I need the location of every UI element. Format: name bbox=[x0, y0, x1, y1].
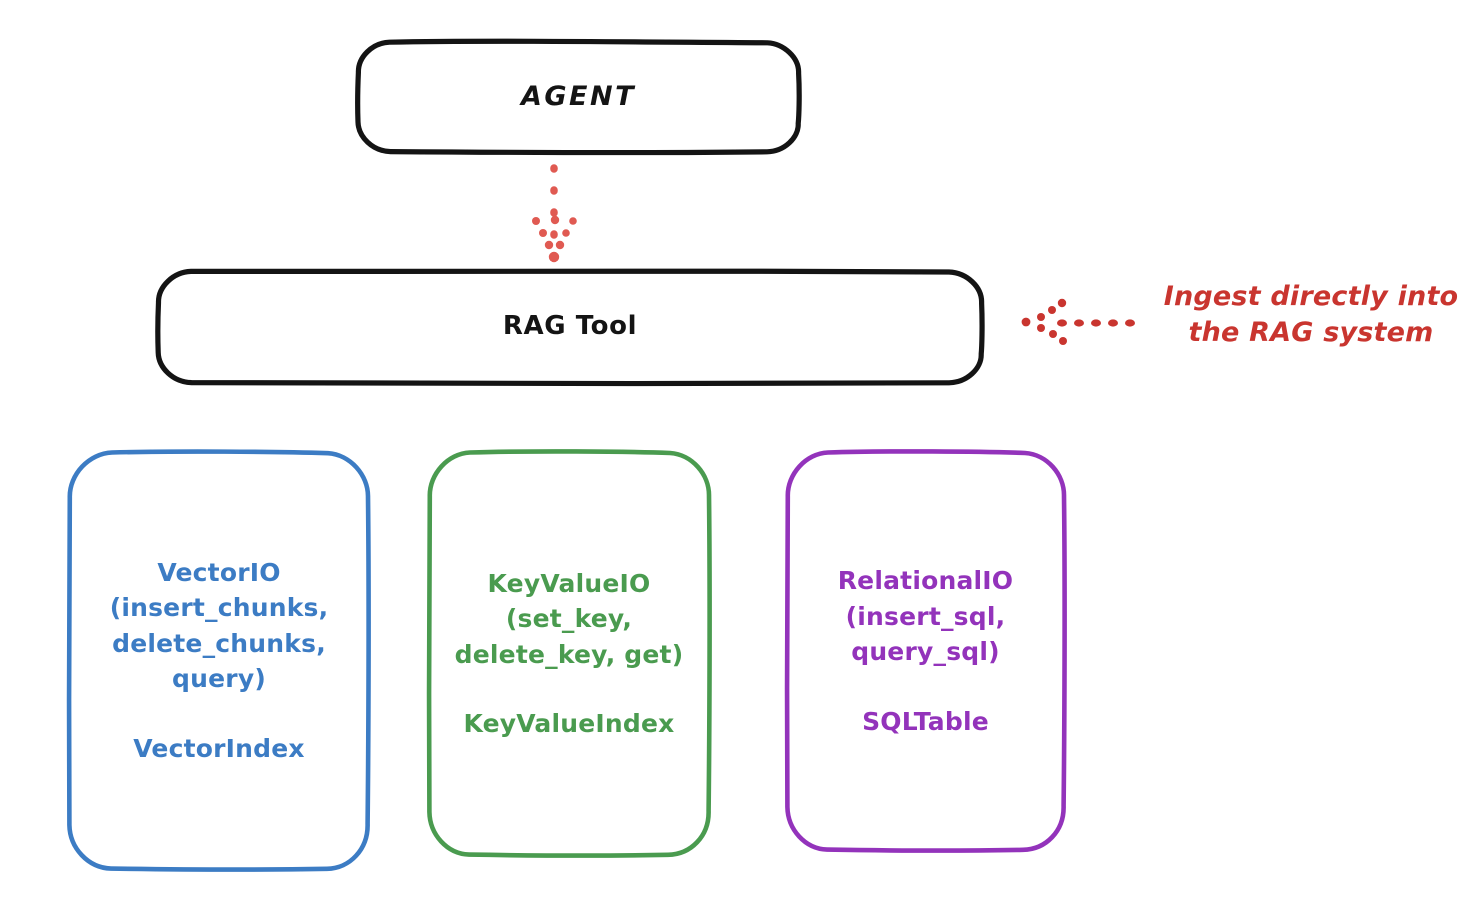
key-value-io-node-text: KeyValueIO (set_key, delete_key, get) Key… bbox=[455, 566, 684, 742]
relational-io-node[interactable]: RelationalIO (insert_sql, query_sql) SQLT… bbox=[784, 449, 1067, 853]
agent-node[interactable]: AGENT bbox=[355, 38, 802, 156]
vector-io-node[interactable]: VectorIO (insert_chunks, delete_chunks, … bbox=[66, 449, 372, 872]
rag-tool-node[interactable]: RAG Tool bbox=[155, 267, 985, 387]
ingest-to-rag-tool-arrowhead bbox=[1021, 298, 1067, 345]
ingest-annotation-text: Ingest directly into the RAG system bbox=[1163, 281, 1459, 348]
vector-index-label: VectorIndex bbox=[133, 733, 305, 763]
ingest-to-rag-tool-shaft bbox=[1057, 319, 1135, 327]
rag-tool-node-label: RAG Tool bbox=[502, 311, 638, 342]
relational-io-api-label: RelationalIO (insert_sql, query_sql) bbox=[837, 566, 1014, 666]
key-value-index-label: KeyValueIndex bbox=[463, 709, 675, 738]
vector-io-api-label: VectorIO (insert_chunks, delete_chunks, … bbox=[109, 557, 329, 694]
agent-node-label: AGENT bbox=[520, 81, 636, 113]
sql-table-label: SQLTable bbox=[862, 706, 989, 736]
key-value-io-api-label: KeyValueIO (set_key, delete_key, get) bbox=[454, 568, 684, 669]
relational-io-node-text: RelationalIO (insert_sql, query_sql) SQLT… bbox=[838, 563, 1014, 739]
vector-io-node-text: VectorIO (insert_chunks, delete_chunks, … bbox=[110, 555, 329, 767]
agent-to-rag-tool-arrowhead bbox=[532, 215, 577, 263]
ingest-to-rag-tool-connector bbox=[1021, 298, 1135, 345]
key-value-io-node[interactable]: KeyValueIO (set_key, delete_key, get) Key… bbox=[426, 449, 712, 858]
agent-to-rag-tool-connector bbox=[532, 164, 577, 263]
